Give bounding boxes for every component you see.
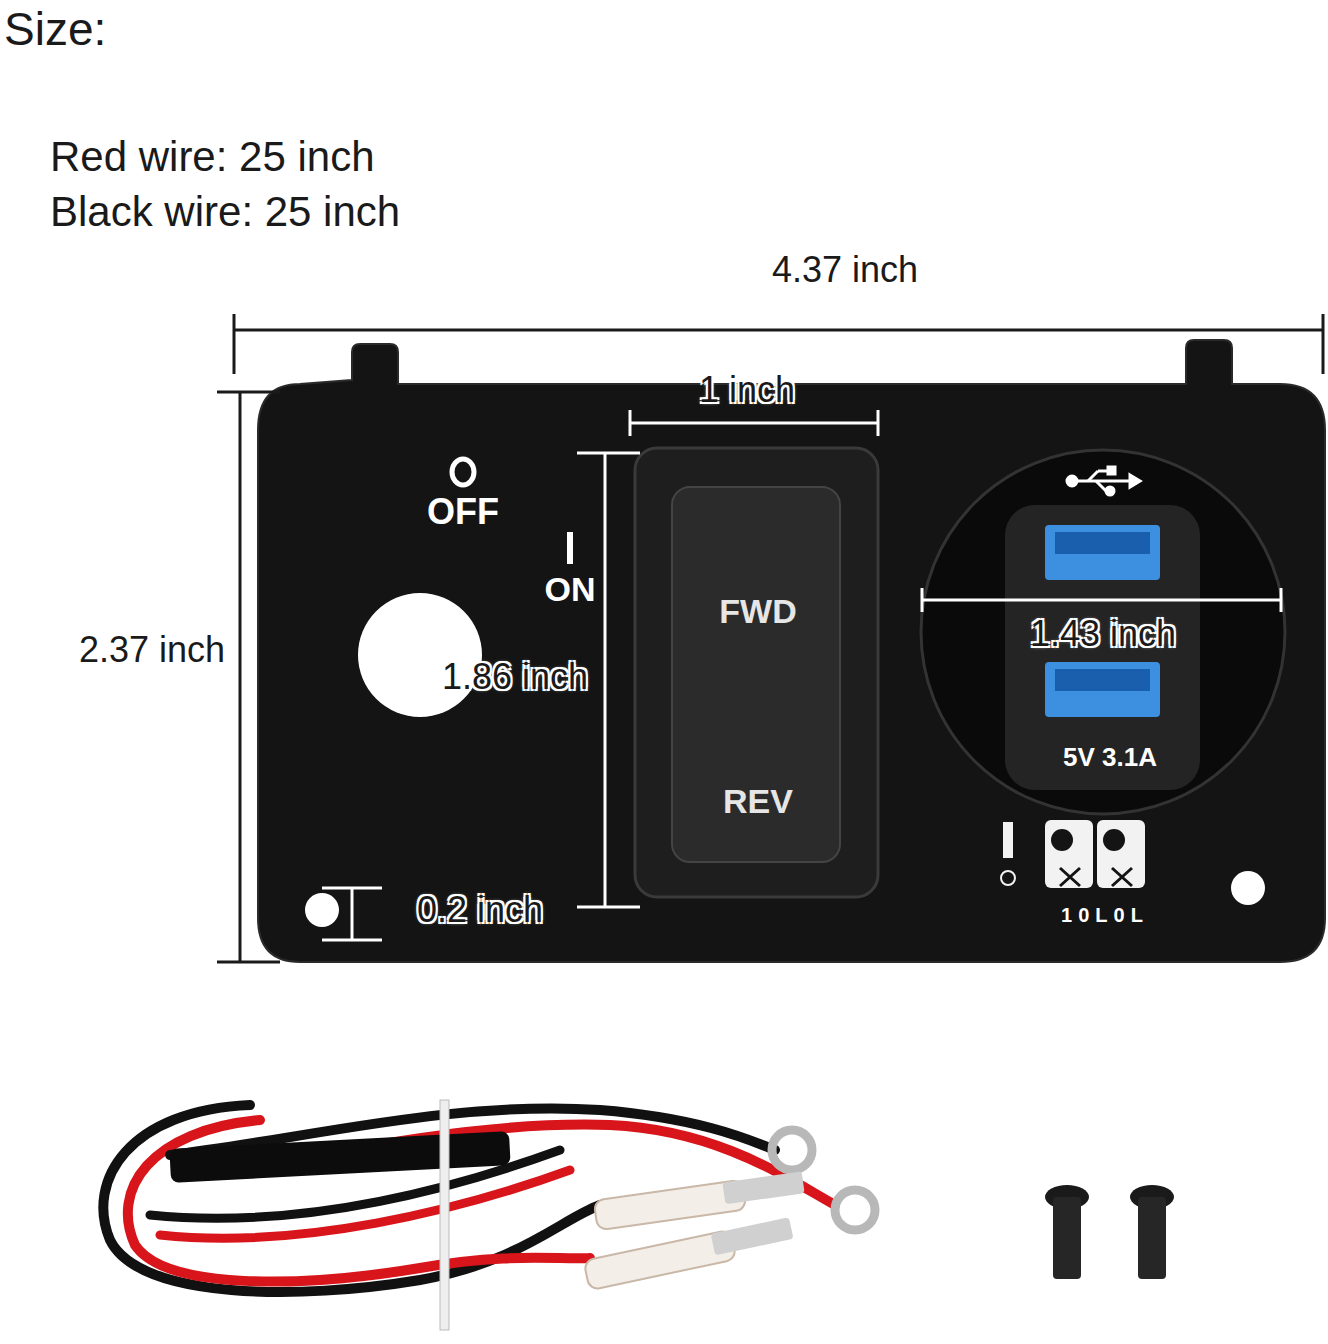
dimension-label: 1 inch bbox=[699, 370, 795, 410]
page-title: Size: bbox=[4, 4, 106, 55]
dimension-line bbox=[217, 314, 1323, 962]
switch-legend: FWD bbox=[719, 593, 796, 630]
cable-tie bbox=[440, 1100, 449, 1330]
dimension-label: 2.37 inch bbox=[79, 630, 225, 670]
wire-length-label: Black wire: 25 inch bbox=[50, 189, 400, 235]
rating-label: 5V 3.1A bbox=[1063, 743, 1157, 772]
wire-length-label: Red wire: 25 inch bbox=[50, 134, 375, 180]
mount-hole bbox=[305, 893, 339, 927]
mount-hole bbox=[1231, 871, 1265, 905]
switch-position-label: OFF bbox=[427, 492, 499, 532]
dimension-label: 0.2 inch bbox=[417, 890, 543, 930]
switch-legend: REV bbox=[723, 783, 793, 820]
switch-position-label: ON bbox=[545, 571, 596, 608]
brand-name: 10L0L bbox=[1061, 904, 1149, 926]
switch-bezel bbox=[635, 448, 878, 897]
spade-connector bbox=[584, 1171, 805, 1290]
usb-socket-body bbox=[1005, 505, 1200, 790]
on-symbol bbox=[567, 532, 573, 564]
dimension-label: 4.37 inch bbox=[772, 250, 918, 290]
usb-socket-ring bbox=[921, 450, 1285, 814]
dimension-label: 1.43 inch bbox=[1030, 614, 1176, 654]
fuse-holder bbox=[169, 1131, 510, 1183]
dimension-line bbox=[322, 410, 1281, 940]
off-symbol bbox=[452, 459, 474, 485]
rocker-switch: FWD REV bbox=[635, 448, 878, 897]
screw bbox=[1045, 1185, 1174, 1279]
dimension-label: 1.86 inch bbox=[442, 657, 588, 697]
panel-plate bbox=[258, 340, 1325, 962]
key-hole bbox=[358, 593, 482, 717]
usb-icon bbox=[1067, 467, 1140, 495]
switch-rocker bbox=[672, 487, 840, 862]
brand-logo bbox=[1001, 820, 1145, 888]
wire-harness bbox=[103, 1105, 835, 1292]
